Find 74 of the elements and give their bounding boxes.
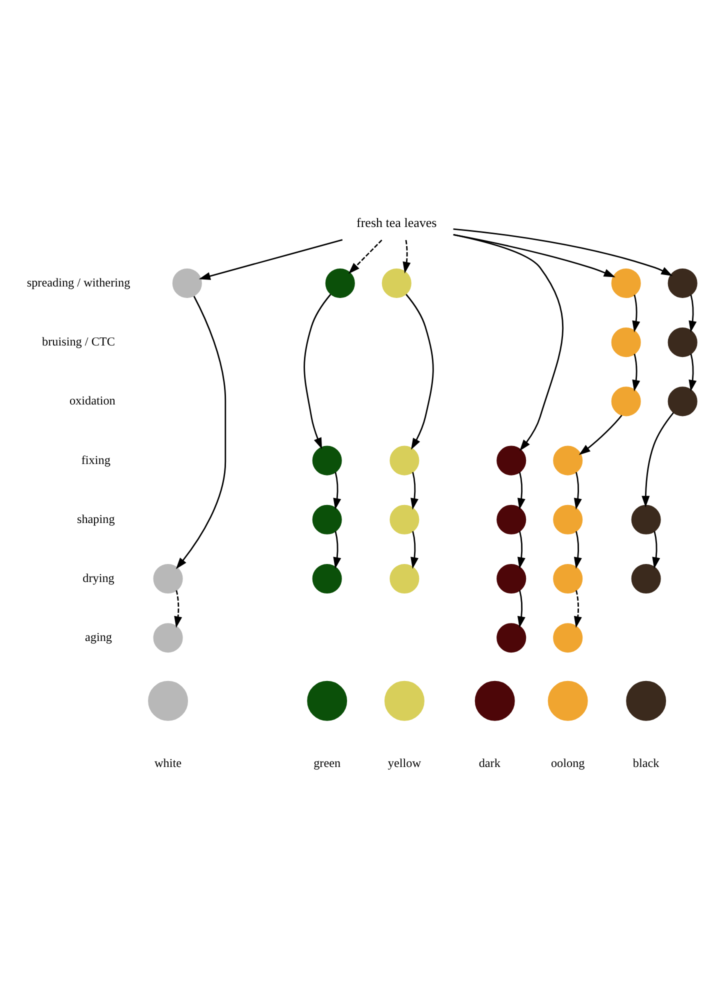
node-circle [611,386,641,416]
arrow [574,472,582,510]
arrow [517,590,526,628]
arrow [402,239,411,273]
label: aging [84,630,112,644]
node-circle [553,622,583,652]
arrow [198,238,343,280]
label: yellow [388,756,421,770]
label: oxidation [69,393,116,408]
arrow [517,472,526,510]
label: fixing [81,452,110,466]
node-circle [307,680,348,720]
arrow [688,294,697,332]
node-circle [312,445,342,475]
node-circle [496,445,526,475]
arrow [333,472,342,510]
arrow [578,414,622,454]
node-circle [553,563,583,594]
arrow [453,234,616,277]
node-circle [153,622,183,652]
node-circle [553,504,583,534]
label: dark [478,756,500,770]
arrow [333,530,342,568]
node-circle [390,445,420,475]
node-circle [382,268,412,298]
arrow [174,590,182,628]
node-circle [668,386,698,416]
label: bruising / CTC [42,334,115,348]
node-circle [312,563,342,594]
node-circle [548,680,588,720]
node-circle [390,504,420,534]
node-circle [668,268,698,298]
arrow [453,234,564,451]
arrow [176,295,226,569]
node-circle [668,327,698,357]
arrow [632,294,640,332]
arrow [410,530,418,568]
node-circle [496,504,526,534]
arrow [348,239,382,274]
arrow [410,472,418,510]
arrow [642,412,674,507]
arrow [632,353,640,391]
node-text: fresh tea leaves [356,214,437,230]
node-circle [148,680,188,720]
arrow [406,293,434,450]
label: drying [82,570,114,584]
label: green [314,756,341,770]
node-circle [496,563,526,594]
node-circle [390,563,420,594]
arrow [574,530,582,568]
arrow [574,590,582,628]
arrow [453,228,673,276]
arrow [517,530,526,568]
node-circle [611,268,641,298]
node-circle [631,504,661,534]
node-circle [611,327,641,357]
arrow [304,293,332,449]
node-circle [553,445,583,475]
label: shaping [76,511,115,526]
arrow [688,353,697,391]
node-circle [172,268,202,298]
label: spreading / withering [26,274,130,289]
node-circle [325,268,355,298]
node-circle [312,504,342,534]
node-circle [153,563,183,594]
node-circle [631,563,661,594]
node-circle [626,680,666,720]
node-circle [384,680,424,720]
arrow [652,530,660,568]
label: white [154,756,182,770]
node-circle [496,622,526,652]
label: oolong [550,756,585,770]
label: black [632,756,660,770]
node-circle [474,680,515,720]
